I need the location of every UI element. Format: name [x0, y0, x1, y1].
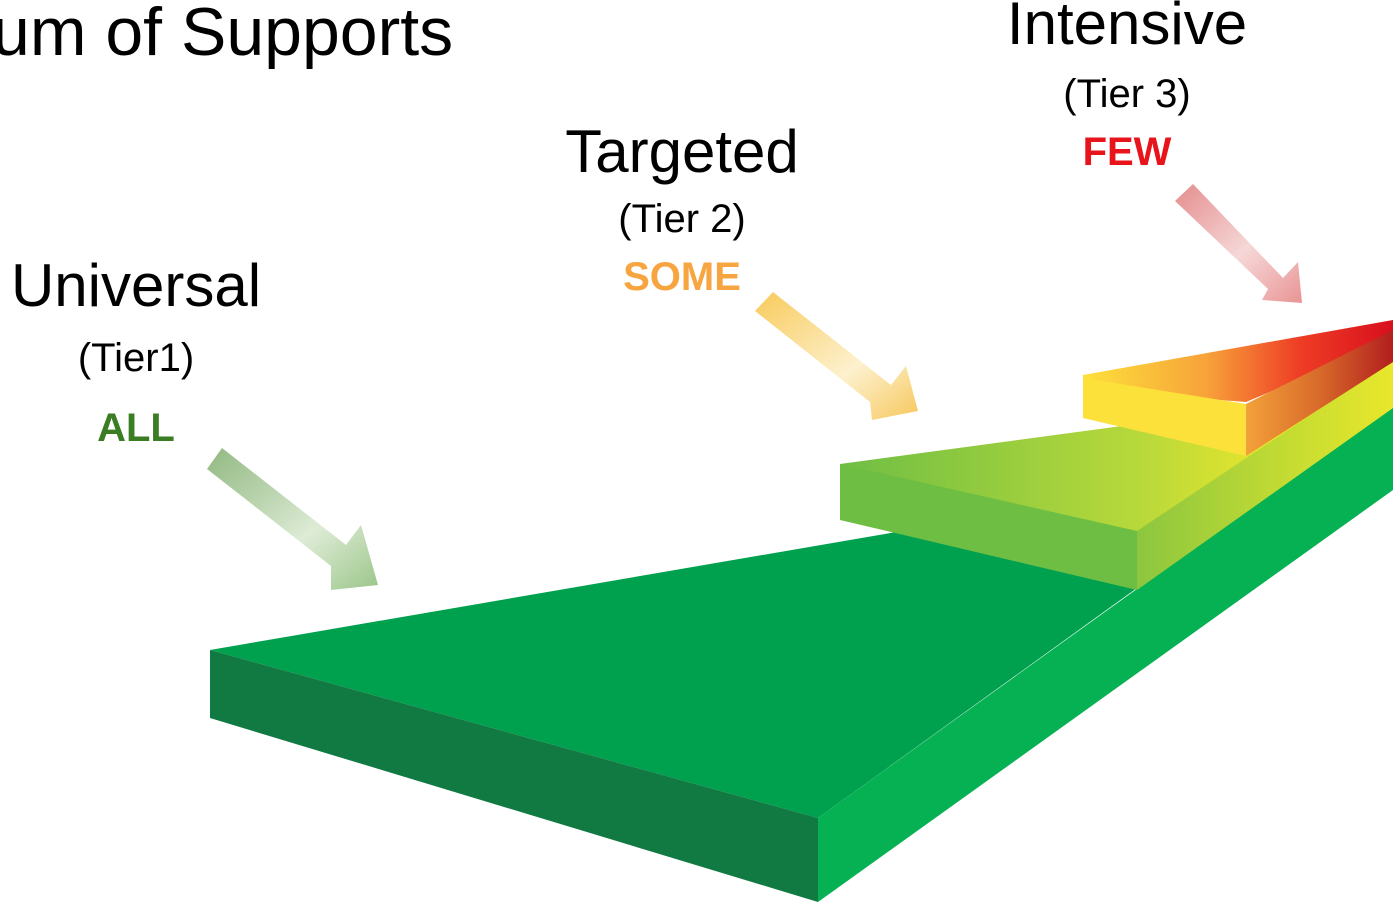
tier3-slab-side [1246, 330, 1393, 456]
tier3-population: FEW [1082, 130, 1172, 174]
tier1-population: ALL [97, 406, 175, 450]
tier1-slab-front [210, 650, 818, 902]
tier2-label: (Tier 2) [618, 197, 746, 241]
tier2-population: SOME [623, 255, 741, 299]
tier2-slab-front [840, 464, 1137, 590]
tier1-slab-side [818, 405, 1393, 902]
tier3-name: Intensive [1006, 0, 1248, 57]
tier3-slab-front [1083, 378, 1246, 456]
tier1-arrow [207, 448, 378, 590]
tier2-name: Targeted [565, 118, 799, 185]
tier1-label: (Tier1) [77, 336, 195, 380]
tier1-name: Universal [10, 252, 262, 319]
tier3-label: (Tier 3) [1063, 72, 1191, 116]
tier2-slab-side [1137, 360, 1393, 590]
page-title: um of Supports [0, 0, 454, 70]
tier3-arrow [1175, 184, 1302, 303]
tier2-arrow [755, 292, 918, 420]
tier3-slab-top [1083, 320, 1393, 402]
